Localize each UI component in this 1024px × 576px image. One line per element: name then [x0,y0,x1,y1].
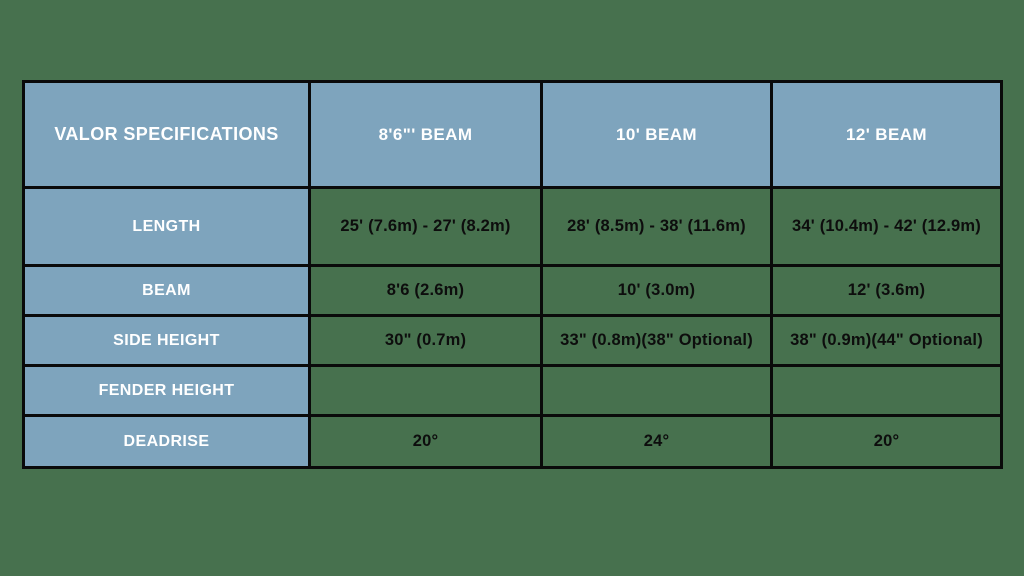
beam-value-8-6-beam: 8'6 (2.6m) [308,264,543,317]
side-height-value-10-beam: 33" (0.8m)(38" Optional) [540,314,773,367]
row-label-beam: BEAM [22,264,311,317]
row-label-deadrise: DEADRISE [22,414,311,469]
deadrise-value-10-beam: 24° [540,414,773,469]
column-header-8-6-beam: 8'6"' BEAM [308,80,543,189]
deadrise-value-8-6-beam: 20° [308,414,543,469]
table-row-side-height: SIDE HEIGHT 30" (0.7m) 33" (0.8m)(38" Op… [22,314,1003,367]
row-label-length: LENGTH [22,186,311,267]
side-height-value-8-6-beam: 30" (0.7m) [308,314,543,367]
length-value-12-beam: 34' (10.4m) - 42' (12.9m) [770,186,1003,267]
length-value-8-6-beam: 25' (7.6m) - 27' (8.2m) [308,186,543,267]
fender-height-value-10-beam [540,364,773,417]
table-header-row: VALOR SPECIFICATIONS 8'6"' BEAM 10' BEAM… [22,80,1003,189]
table-row-deadrise: DEADRISE 20° 24° 20° [22,414,1003,469]
column-header-10-beam: 10' BEAM [540,80,773,189]
deadrise-value-12-beam: 20° [770,414,1003,469]
table-row-fender-height: FENDER HEIGHT [22,364,1003,417]
beam-value-10-beam: 10' (3.0m) [540,264,773,317]
table-row-beam: BEAM 8'6 (2.6m) 10' (3.0m) 12' (3.6m) [22,264,1003,317]
beam-value-12-beam: 12' (3.6m) [770,264,1003,317]
fender-height-value-12-beam [770,364,1003,417]
length-value-10-beam: 28' (8.5m) - 38' (11.6m) [540,186,773,267]
row-label-fender-height: FENDER HEIGHT [22,364,311,417]
valor-specifications-table: VALOR SPECIFICATIONS 8'6"' BEAM 10' BEAM… [22,80,1003,469]
table-title: VALOR SPECIFICATIONS [22,80,311,189]
side-height-value-12-beam: 38" (0.9m)(44" Optional) [770,314,1003,367]
column-header-12-beam: 12' BEAM [770,80,1003,189]
row-label-side-height: SIDE HEIGHT [22,314,311,367]
table-row-length: LENGTH 25' (7.6m) - 27' (8.2m) 28' (8.5m… [22,186,1003,267]
fender-height-value-8-6-beam [308,364,543,417]
